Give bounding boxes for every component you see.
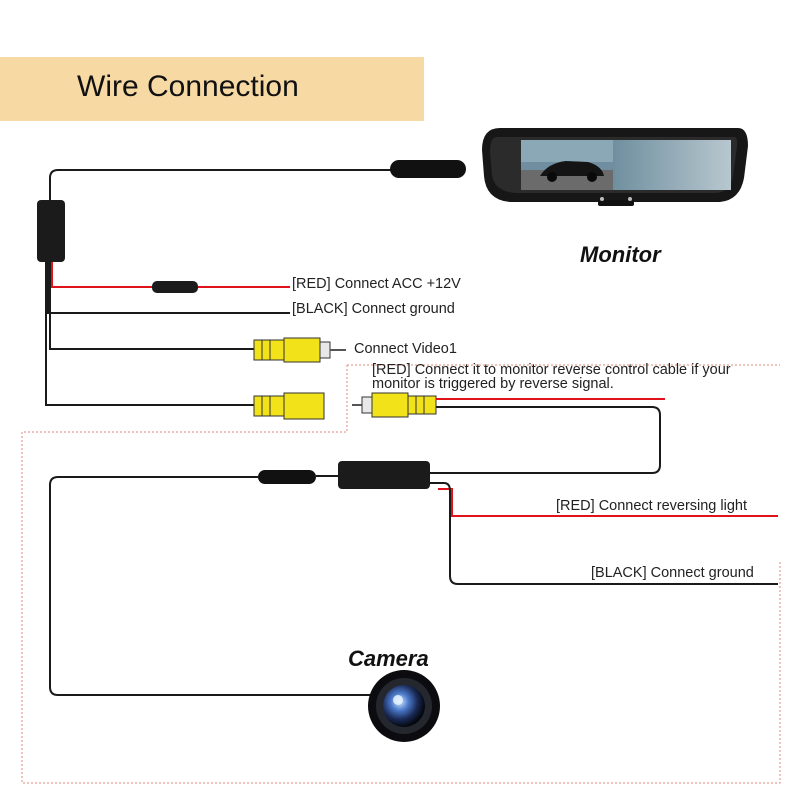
label-red-reversing-light: [RED] Connect reversing light bbox=[556, 498, 747, 514]
monitor-plug bbox=[390, 160, 466, 178]
monitor-reverse-wire bbox=[45, 262, 255, 406]
video-rca-connector bbox=[253, 337, 346, 363]
camera-lens bbox=[368, 670, 440, 742]
monitor-red-wire bbox=[51, 262, 290, 288]
reverse-rca-female bbox=[253, 392, 325, 420]
camera-black-wire bbox=[430, 482, 778, 585]
label-black-ground-top: [BLACK] Connect ground bbox=[292, 301, 455, 317]
camera-video-cable bbox=[428, 406, 661, 474]
camera-red-wire bbox=[438, 488, 778, 517]
diagram-title: Wire Connection bbox=[77, 70, 299, 103]
mirror-monitor bbox=[482, 128, 748, 206]
camera-control-box bbox=[338, 461, 430, 489]
title-band bbox=[0, 57, 424, 121]
monitor-black-wire bbox=[47, 262, 290, 314]
monitor-label: Monitor bbox=[580, 242, 661, 267]
label-video: Connect Video1 bbox=[354, 341, 457, 357]
monitor-control-box bbox=[37, 200, 65, 262]
fuse-holder bbox=[152, 281, 198, 293]
label-black-ground-bottom: [BLACK] Connect ground bbox=[591, 565, 754, 581]
camera-main-cable bbox=[49, 476, 376, 696]
camera-label: Camera bbox=[348, 646, 429, 671]
camera-plug bbox=[258, 470, 316, 484]
label-red-acc: [RED] Connect ACC +12V bbox=[292, 276, 461, 292]
monitor-power-cable bbox=[49, 169, 392, 200]
label-red-reverse-line1: [RED] Connect it to monitor reverse cont… bbox=[372, 362, 731, 378]
monitor-video-wire bbox=[49, 262, 255, 350]
camera-rca-male bbox=[352, 392, 437, 418]
label-red-reverse-line2: monitor is triggered by reverse signal. bbox=[372, 376, 614, 392]
